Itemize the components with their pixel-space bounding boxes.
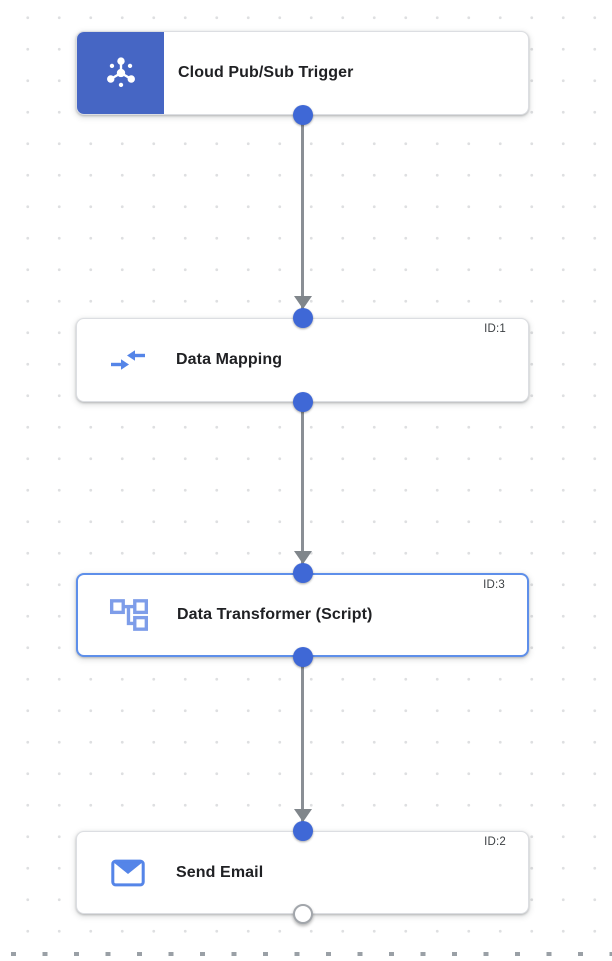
output-port[interactable] bbox=[292, 105, 313, 125]
icon-slot bbox=[105, 319, 151, 401]
data-mapping-icon bbox=[111, 350, 145, 370]
pubsub-icon-box bbox=[77, 32, 164, 114]
data-transformer-icon bbox=[109, 599, 149, 631]
input-port[interactable] bbox=[292, 563, 313, 583]
icon-slot bbox=[105, 832, 151, 913]
input-port[interactable] bbox=[292, 821, 313, 841]
grid-major-dots bbox=[11, 952, 612, 956]
node-data-transformer[interactable]: ID:3 Data Transformer (Script) bbox=[76, 573, 529, 657]
input-port[interactable] bbox=[292, 308, 313, 328]
node-title: Data Mapping bbox=[176, 351, 283, 368]
output-port[interactable] bbox=[292, 392, 313, 412]
arrowhead-down-icon bbox=[293, 551, 312, 564]
edge-connector[interactable] bbox=[301, 657, 304, 831]
output-port-open[interactable] bbox=[292, 904, 313, 924]
node-id-badge: ID:3 bbox=[483, 579, 505, 591]
node-send-email[interactable]: ID:2 Send Email bbox=[76, 831, 529, 914]
node-id-badge: ID:1 bbox=[484, 323, 506, 335]
node-title: Cloud Pub/Sub Trigger bbox=[178, 64, 354, 81]
arrowhead-down-icon bbox=[293, 809, 312, 822]
edge-connector[interactable] bbox=[301, 115, 304, 318]
arrowhead-down-icon bbox=[293, 296, 312, 309]
icon-slot bbox=[106, 575, 152, 655]
node-title: Send Email bbox=[176, 863, 264, 881]
output-port[interactable] bbox=[292, 647, 313, 667]
node-cloud-pubsub-trigger[interactable]: Cloud Pub/Sub Trigger bbox=[76, 31, 529, 115]
node-id-badge: ID:2 bbox=[484, 836, 506, 848]
node-data-mapping[interactable]: ID:1 Data Mapping bbox=[76, 318, 529, 402]
pubsub-trigger-icon bbox=[106, 57, 135, 88]
edge-connector[interactable] bbox=[301, 402, 304, 573]
node-title: Data Transformer (Script) bbox=[177, 606, 373, 623]
send-email-icon bbox=[111, 859, 145, 886]
